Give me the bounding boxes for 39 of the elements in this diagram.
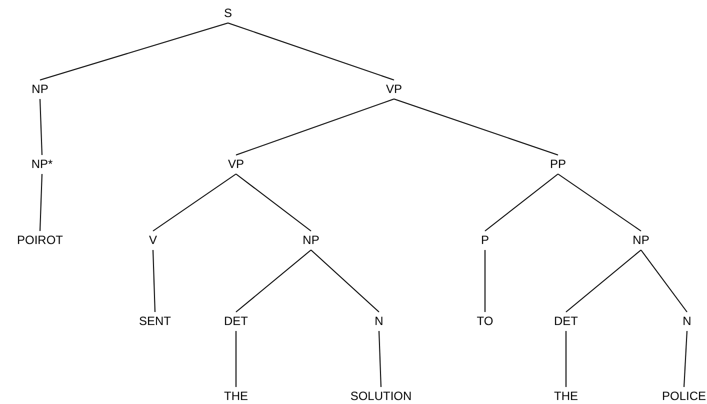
tree-node-label: NP (300, 231, 322, 250)
tree-branch-line (40, 98, 42, 156)
tree-node-label: VP (384, 80, 404, 99)
tree-node-label: N (372, 312, 386, 331)
tree-node-label: THE (552, 387, 580, 404)
tree-branch-line (310, 250, 380, 312)
tree-node-label: POIROT (15, 231, 65, 250)
tree-branch-line (40, 174, 42, 232)
tree-node-label: THE (222, 387, 250, 404)
tree-branch-line (152, 174, 236, 232)
tree-node-label: NP (30, 80, 50, 99)
tree-branch-line (152, 250, 156, 312)
tree-node-label: V (147, 231, 159, 250)
tree-branch-line (236, 174, 312, 232)
tree-node-label: DET (552, 312, 580, 331)
tree-branch-line (236, 98, 394, 156)
tree-branch-line (558, 174, 642, 232)
tree-branch-line (394, 98, 558, 156)
tree-node-label: S (222, 4, 234, 23)
tree-branch-line (684, 330, 688, 388)
tree-branch-line (484, 174, 558, 232)
tree-branch-line (484, 250, 486, 312)
tree-node-label: SENT (137, 312, 173, 331)
tree-node-label: NP (630, 231, 652, 250)
tree-node-label: DET (222, 312, 250, 331)
tree-branch-line (40, 22, 228, 80)
tree-branch-line (566, 250, 642, 312)
tree-node-label: P (479, 231, 491, 250)
tree-branch-line (378, 330, 382, 388)
tree-node-label: TO (474, 312, 496, 331)
tree-node-label: N (680, 312, 694, 331)
tree-branch-line (228, 22, 394, 80)
tree-branch-line (640, 250, 688, 312)
tree-node-label: PP (548, 155, 568, 174)
tree-node-label: SOLUTION (348, 387, 414, 404)
tree-branch-line (236, 250, 312, 312)
tree-node-label: VP (226, 155, 246, 174)
tree-node-label: POLICE (660, 387, 707, 404)
tree-node-label: NP* (29, 155, 55, 174)
